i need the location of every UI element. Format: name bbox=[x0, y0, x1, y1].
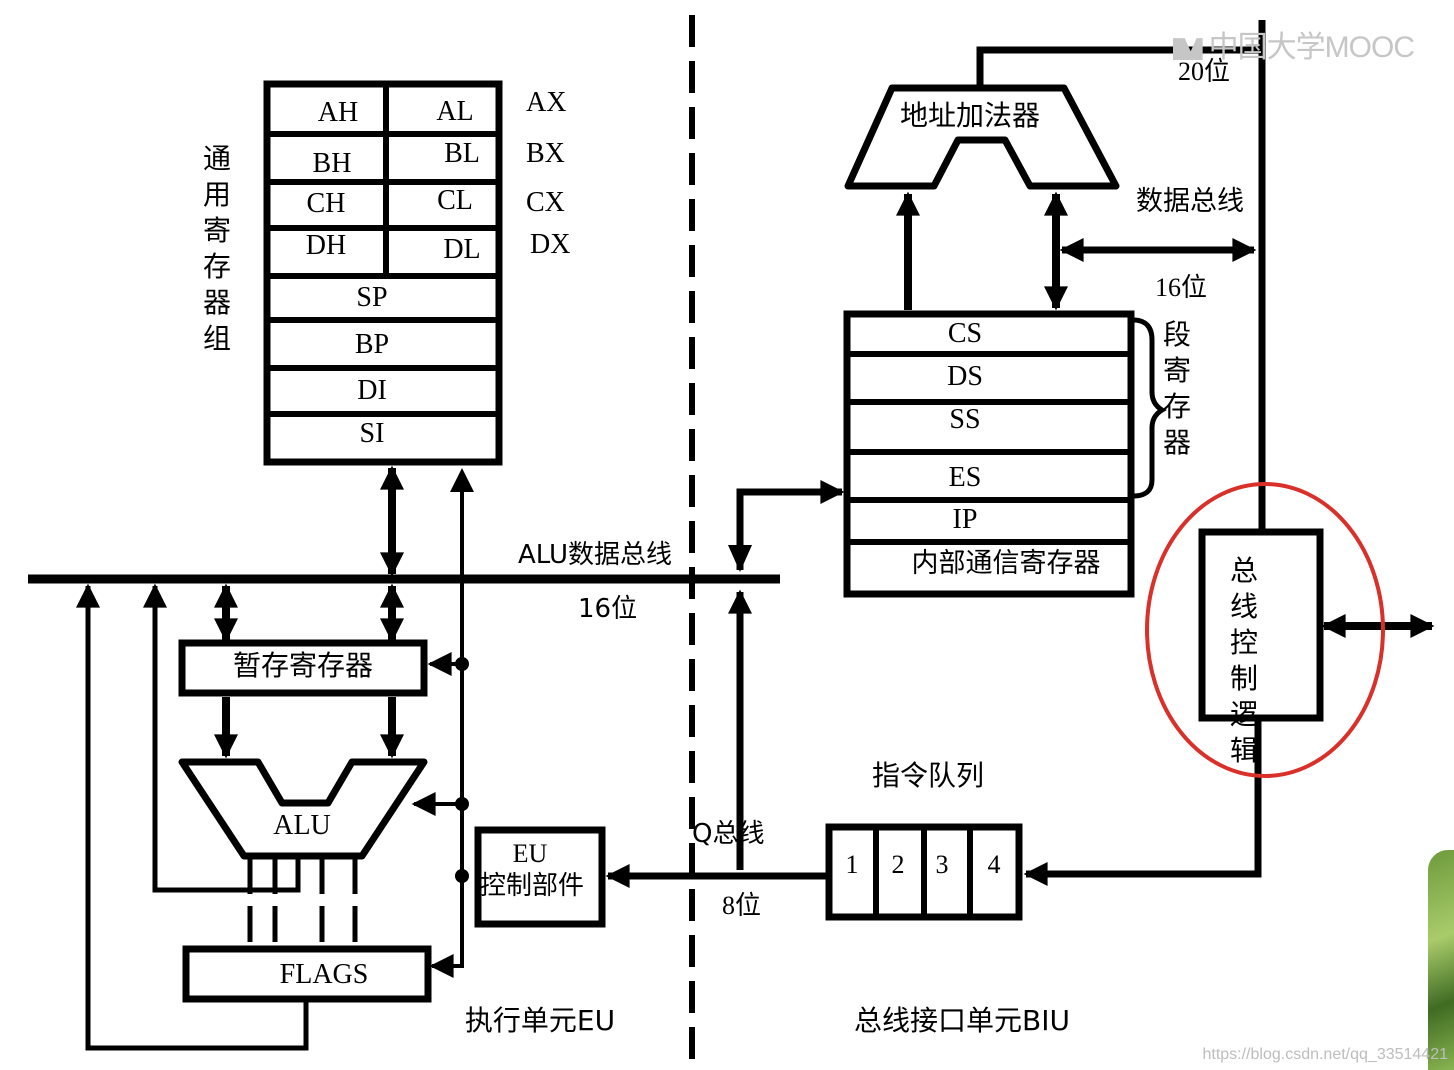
alu-feedback-1 bbox=[143, 583, 301, 893]
highlight-circle bbox=[1145, 482, 1385, 778]
reg-sp: SP bbox=[356, 282, 387, 313]
flags-feedback bbox=[76, 583, 309, 1051]
control-to-regs-arrowhead bbox=[450, 468, 474, 492]
seg-to-bus-arrowhead bbox=[728, 545, 752, 572]
general-register-group-label: 通用寄存器组 bbox=[203, 142, 231, 355]
queue-slot-3: 3 bbox=[936, 850, 949, 879]
bus-control-to-queue bbox=[1023, 720, 1262, 886]
reg-ip: IP bbox=[953, 504, 978, 535]
queue-slot-1: 1 bbox=[846, 850, 859, 879]
pair-cx: CX bbox=[526, 187, 565, 218]
eu-unit-label: 执行单元EU bbox=[465, 1004, 615, 1037]
reg-si: SI bbox=[360, 418, 385, 449]
q-bus-label: Q总线 bbox=[692, 819, 764, 849]
adder-to-bus-line bbox=[976, 46, 1262, 88]
seg-ss: SS bbox=[949, 404, 980, 435]
eu-control-line2: 控制部件 bbox=[480, 871, 584, 901]
temp-register bbox=[178, 639, 428, 697]
seg-es: ES bbox=[949, 462, 982, 493]
background-leaf-image bbox=[1428, 850, 1454, 1070]
alu-flags-lines bbox=[247, 858, 358, 945]
segment-register-block bbox=[843, 310, 1135, 598]
reg-bl: BL bbox=[444, 138, 480, 169]
source-url-watermark: https://blog.csdn.net/qq_33514421 bbox=[1202, 1046, 1448, 1063]
queue-label: 指令队列 bbox=[872, 759, 984, 792]
reg-ch: CH bbox=[307, 188, 346, 219]
address-adder bbox=[844, 84, 1120, 190]
reg-di: DI bbox=[357, 375, 387, 406]
reg-bh: BH bbox=[313, 148, 352, 179]
queue-slot-2: 2 bbox=[892, 850, 905, 879]
address-adder-label: 地址加法器 bbox=[900, 99, 1040, 132]
alu-bus-label: ALU数据总线 bbox=[518, 540, 672, 570]
pair-bx: BX bbox=[526, 138, 565, 169]
bus-control-label: 总线控制逻辑 bbox=[1230, 554, 1258, 767]
q-bus-width: 8位 bbox=[722, 891, 761, 920]
bus-control-logic bbox=[1198, 528, 1324, 722]
reg-bp: BP bbox=[355, 329, 389, 360]
eu-control-unit bbox=[474, 826, 606, 928]
flags-register bbox=[182, 945, 432, 1003]
seg-ds: DS bbox=[947, 361, 983, 392]
data-bus-width: 16位 bbox=[1155, 273, 1207, 302]
alu-label: ALU bbox=[273, 810, 331, 841]
segment-brace bbox=[1132, 317, 1167, 499]
mooc-watermark: 中国大学MOOC bbox=[1172, 22, 1415, 66]
mooc-watermark-text: 中国大学MOOC bbox=[1208, 31, 1415, 64]
alu-bus-width: 16位 bbox=[578, 594, 637, 624]
queue-slot-4: 4 bbox=[988, 850, 1001, 879]
eu-control-line1: EU bbox=[513, 839, 548, 868]
alu-unit bbox=[178, 758, 428, 860]
biu-unit-label: 总线接口单元BIU bbox=[854, 1004, 1070, 1037]
flags-label: FLAGS bbox=[280, 959, 369, 990]
instruction-queue bbox=[825, 823, 1023, 921]
pair-dx: DX bbox=[530, 229, 570, 260]
reg-cl: CL bbox=[437, 185, 473, 216]
seg-cs: CS bbox=[948, 318, 982, 349]
bus-to-seg-arrow bbox=[736, 480, 845, 570]
data-bus-label: 数据总线 bbox=[1136, 186, 1244, 217]
junction-3 bbox=[455, 869, 469, 883]
internal-reg-label: 内部通信寄存器 bbox=[912, 548, 1101, 579]
reg-dh: DH bbox=[306, 230, 346, 261]
junction-2 bbox=[455, 797, 469, 811]
reg-al: AL bbox=[436, 96, 473, 127]
segment-label: 段寄存器 bbox=[1163, 318, 1191, 459]
reg-dl: DL bbox=[443, 234, 480, 265]
reg-ah: AH bbox=[318, 97, 358, 128]
general-register-group: AH BH CH DH AL BL CL DL SP BP DI SI bbox=[263, 80, 503, 466]
junction-1 bbox=[455, 657, 469, 671]
address-width: 20位 bbox=[1178, 57, 1230, 86]
pair-ax: AX bbox=[526, 87, 566, 118]
mooc-logo-icon bbox=[1172, 38, 1203, 61]
temp-register-label: 暂存寄存器 bbox=[233, 649, 373, 682]
